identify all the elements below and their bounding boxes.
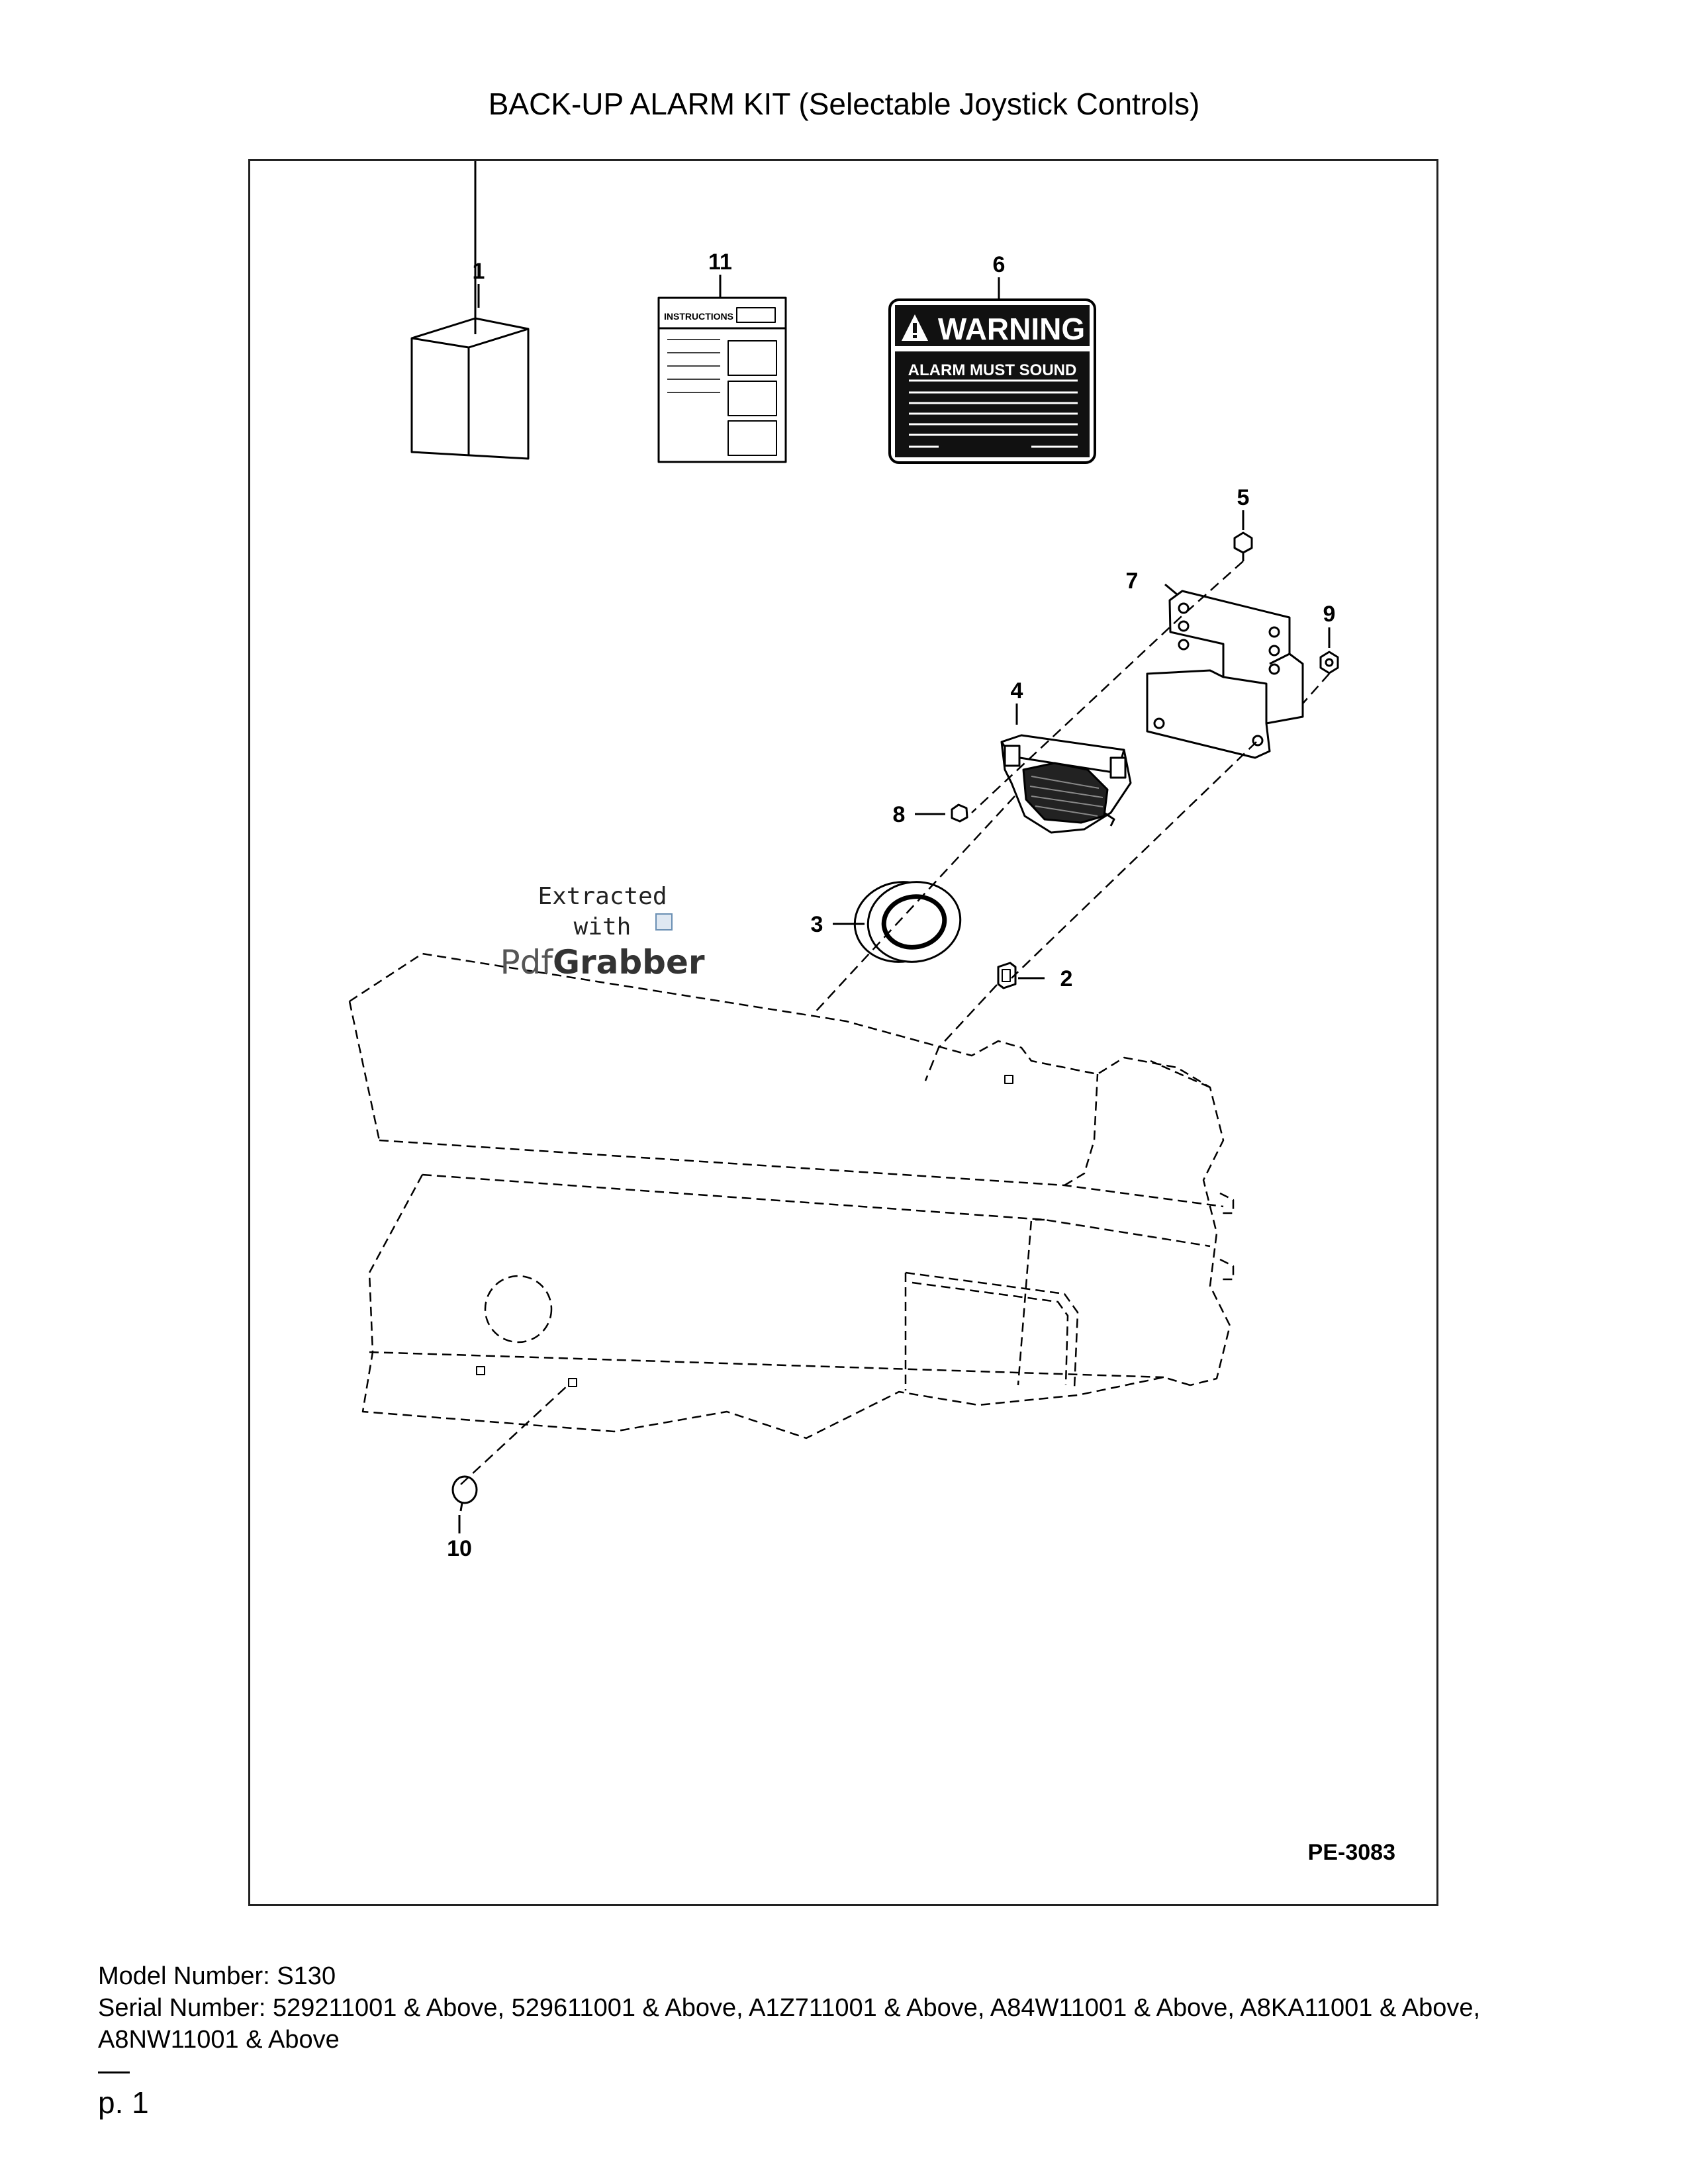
model-number-value: S130 xyxy=(277,1962,336,1990)
part-4-backup-alarm xyxy=(1000,734,1132,834)
page-number: p. 1 xyxy=(98,2085,149,2120)
callout-3: 3 xyxy=(811,912,823,937)
leader-lines xyxy=(458,275,1331,1533)
watermark-brand: PdfGrabber xyxy=(490,942,715,982)
watermark-brand-light: Pdf xyxy=(500,943,553,981)
pdfgrabber-watermark: Extracted with PdfGrabber xyxy=(490,882,715,982)
mounting-holes xyxy=(476,1075,1013,1387)
watermark-brand-dark: Grabber xyxy=(552,943,705,981)
part-2-clip-nut xyxy=(997,962,1017,989)
serial-number-line: Serial Number: 529211001 & Above, 529611… xyxy=(98,1992,1594,2056)
model-number-label: Model Number: xyxy=(98,1962,270,1990)
callout-6: 6 xyxy=(993,252,1006,277)
part-11-instruction-sheet xyxy=(657,296,787,463)
callout-10: 10 xyxy=(447,1536,472,1561)
page-number-rule xyxy=(98,2071,130,2073)
model-serial-info: Model Number: S130 Serial Number: 529211… xyxy=(98,1960,1594,2056)
callout-5: 5 xyxy=(1237,485,1250,510)
pdfgrabber-logo-icon xyxy=(655,913,673,931)
watermark-line-1: Extracted xyxy=(538,883,667,910)
serial-number-label: Serial Number: xyxy=(98,1994,266,2022)
callout-4: 4 xyxy=(1011,678,1023,704)
page-title: BACK-UP ALARM KIT (Selectable Joystick C… xyxy=(488,87,1200,121)
callout-2: 2 xyxy=(1060,966,1073,991)
assembly-guide-lines xyxy=(460,561,1330,1485)
model-number-line: Model Number: S130 xyxy=(98,1960,1594,1992)
callout-1: 1 xyxy=(473,259,485,284)
part-8-nut xyxy=(951,803,968,823)
part-10-push-rivet xyxy=(451,1475,478,1512)
watermark-line-2: with xyxy=(573,913,632,940)
part-6-warning-decal xyxy=(888,298,1096,464)
figure-code: PE-3083 xyxy=(1307,1840,1395,1865)
part-3-grommet xyxy=(853,881,962,963)
part-9-nut xyxy=(1319,651,1339,674)
parts-diagram: WARNING ALARM MUST SOUND INSTRUCTIONS 1 … xyxy=(248,159,1438,1906)
warning-decal-header: WARNING xyxy=(938,312,1085,346)
machine-rear-body xyxy=(348,952,1235,1439)
part-1-kit-box xyxy=(410,161,530,460)
exploded-view-drawing: WARNING ALARM MUST SOUND INSTRUCTIONS 1 … xyxy=(348,161,1339,1561)
callout-8: 8 xyxy=(893,802,906,827)
instruction-sheet-header: INSTRUCTIONS xyxy=(664,311,733,322)
part-7-bracket xyxy=(1146,590,1304,759)
callout-9: 9 xyxy=(1323,602,1336,627)
callout-11: 11 xyxy=(708,250,732,275)
part-5-bolt xyxy=(1233,531,1253,561)
warning-decal-subheader: ALARM MUST SOUND xyxy=(908,361,1077,379)
callout-7: 7 xyxy=(1126,569,1139,594)
serial-number-value: 529211001 & Above, 529611001 & Above, A1… xyxy=(98,1994,1481,2054)
